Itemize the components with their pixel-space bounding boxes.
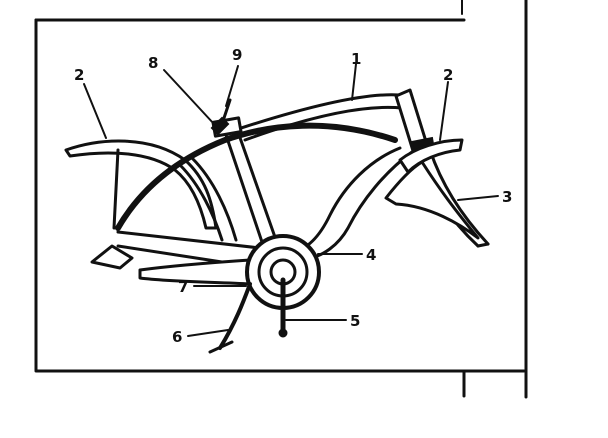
front-fender — [384, 138, 480, 240]
frame-top-tube — [115, 93, 404, 231]
callout-3: 3 — [502, 188, 512, 206]
callout-5: 5 — [350, 312, 360, 330]
callout-labels: 1 2 2 3 4 5 6 7 8 9 — [74, 46, 512, 346]
callout-1: 1 — [351, 50, 361, 68]
callout-2-rear: 2 — [74, 66, 84, 84]
callout-6: 6 — [172, 328, 182, 346]
chain-guard — [138, 258, 252, 286]
seat-tube — [210, 98, 278, 244]
leader-lines — [83, 63, 499, 337]
bottom-bracket — [245, 234, 321, 338]
callout-9: 9 — [232, 46, 242, 64]
callout-8: 8 — [148, 54, 158, 72]
callout-4: 4 — [366, 246, 376, 264]
callout-2-front: 2 — [443, 66, 453, 84]
callout-7: 7 — [178, 278, 188, 296]
scan-frame — [34, 0, 528, 399]
kickstand — [208, 282, 252, 354]
